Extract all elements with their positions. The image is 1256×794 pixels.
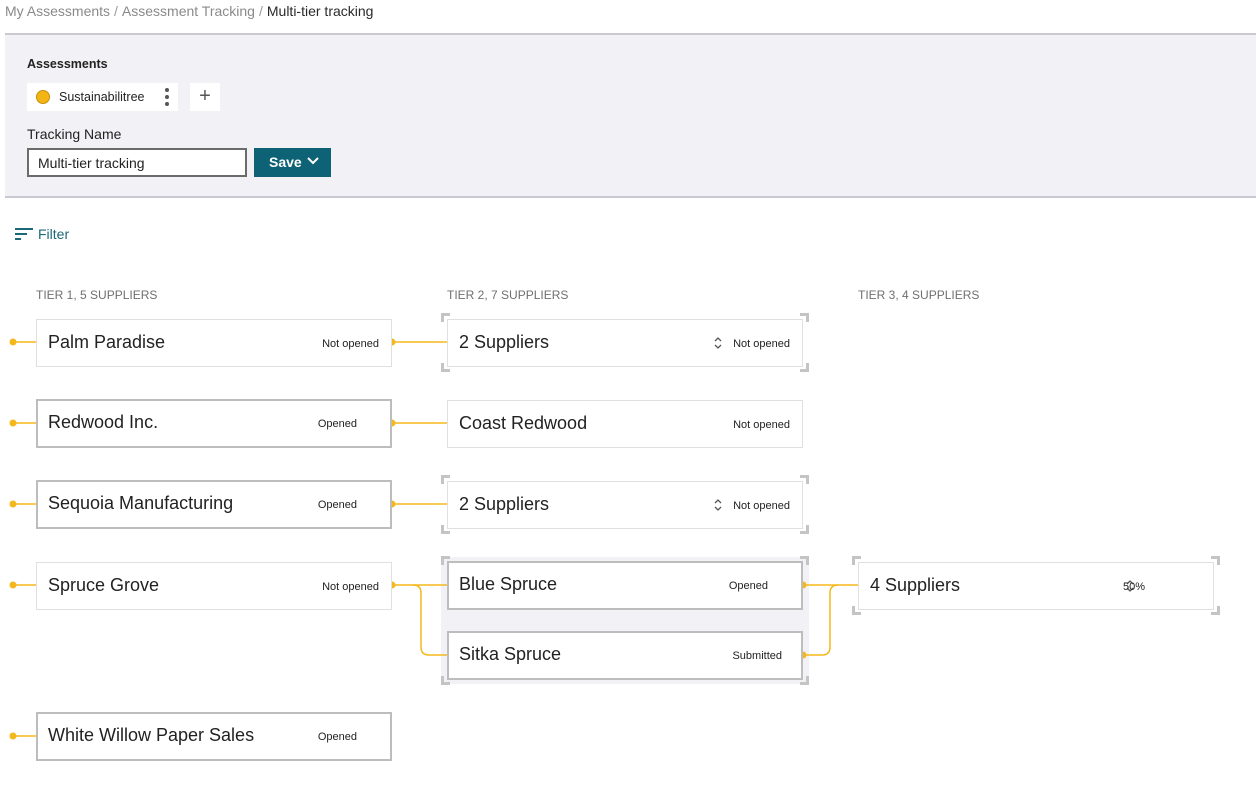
breadcrumb-assessment-tracking[interactable]: Assessment Tracking [121, 3, 255, 19]
supplier-group-count: 4 Suppliers [870, 575, 961, 595]
supplier-status: Not opened [322, 581, 379, 593]
tier-1-heading: TIER 1, 5 SUPPLIERS [36, 288, 158, 302]
supplier-card-white-willow[interactable]: White Willow Paper Sales Opened [36, 712, 392, 761]
supplier-group-count: 2 Suppliers [459, 332, 550, 352]
supplier-group-card[interactable]: 4 Suppliers 50% [858, 562, 1214, 610]
filter-list-icon [15, 228, 33, 240]
supplier-card-sequoia-manufacturing[interactable]: Sequoia Manufacturing Opened [36, 480, 392, 529]
status-dot-icon [36, 90, 50, 104]
tracking-name-label: Tracking Name [27, 126, 122, 142]
expand-collapse-icon[interactable] [1126, 579, 1134, 593]
more-vert-icon[interactable] [164, 88, 170, 106]
supplier-status: Not opened [733, 419, 790, 431]
supplier-name: Sequoia Manufacturing [48, 493, 234, 513]
breadcrumb-current: Multi-tier tracking [266, 3, 374, 19]
supplier-progress: 50% [1122, 581, 1145, 593]
assessment-chip-label: Sustainabilitree [59, 90, 145, 104]
supplier-status: Opened [317, 418, 357, 430]
supplier-card-spruce-grove[interactable]: Spruce Grove Not opened [36, 562, 392, 610]
assessments-heading: Assessments [27, 57, 108, 71]
assessment-chip[interactable]: Sustainabilitree [27, 83, 178, 111]
chevron-down-icon [307, 157, 319, 165]
tier-2-heading: TIER 2, 7 SUPPLIERS [447, 288, 569, 302]
save-button-label: Save [269, 154, 302, 170]
supplier-group-count: 2 Suppliers [459, 494, 550, 514]
supplier-status: Not opened [322, 338, 379, 350]
supplier-name: Redwood Inc. [48, 412, 159, 432]
save-button[interactable]: Save [254, 148, 331, 177]
expand-collapse-icon[interactable] [714, 336, 722, 350]
supplier-status: Opened [728, 580, 768, 592]
breadcrumb-separator: / [258, 3, 263, 19]
supplier-status: Submitted [732, 650, 782, 662]
supplier-name: Sitka Spruce [459, 644, 562, 664]
tier-3-heading: TIER 3, 4 SUPPLIERS [858, 288, 980, 302]
supplier-card-sitka-spruce[interactable]: Sitka Spruce Submitted [447, 631, 803, 680]
supplier-name: White Willow Paper Sales [48, 725, 255, 745]
supplier-group-card[interactable]: 2 Suppliers Not opened [447, 319, 803, 367]
supplier-card-blue-spruce[interactable]: Blue Spruce Opened [447, 561, 803, 610]
supplier-name: Coast Redwood [459, 413, 588, 433]
supplier-card-palm-paradise[interactable]: Palm Paradise Not opened [36, 319, 392, 367]
tracking-name-input[interactable] [27, 148, 247, 177]
expanded-group-frame [441, 556, 809, 685]
filter-label: Filter [38, 226, 70, 242]
supplier-status: Opened [317, 731, 357, 743]
breadcrumb-my-assessments[interactable]: My Assessments [5, 3, 111, 19]
breadcrumb: My Assessments/Assessment Tracking/Multi… [5, 3, 373, 19]
supplier-group-card[interactable]: 2 Suppliers Not opened [447, 481, 803, 529]
supplier-status: Not opened [733, 338, 790, 350]
supplier-card-redwood-inc[interactable]: Redwood Inc. Opened [36, 399, 392, 448]
supplier-card-coast-redwood[interactable]: Coast Redwood Not opened [447, 400, 803, 448]
breadcrumb-separator: / [114, 3, 118, 19]
expand-collapse-icon[interactable] [714, 498, 722, 512]
supplier-status: Not opened [733, 500, 790, 512]
collapsed-group-frame [852, 556, 1220, 615]
collapsed-group-frame [441, 313, 809, 372]
supplier-name: Spruce Grove [48, 575, 160, 595]
supplier-name: Blue Spruce [459, 574, 558, 594]
add-assessment-button[interactable]: + [190, 83, 220, 111]
collapsed-group-frame [441, 475, 809, 534]
supplier-status: Opened [317, 499, 357, 511]
supplier-name: Palm Paradise [48, 332, 166, 352]
